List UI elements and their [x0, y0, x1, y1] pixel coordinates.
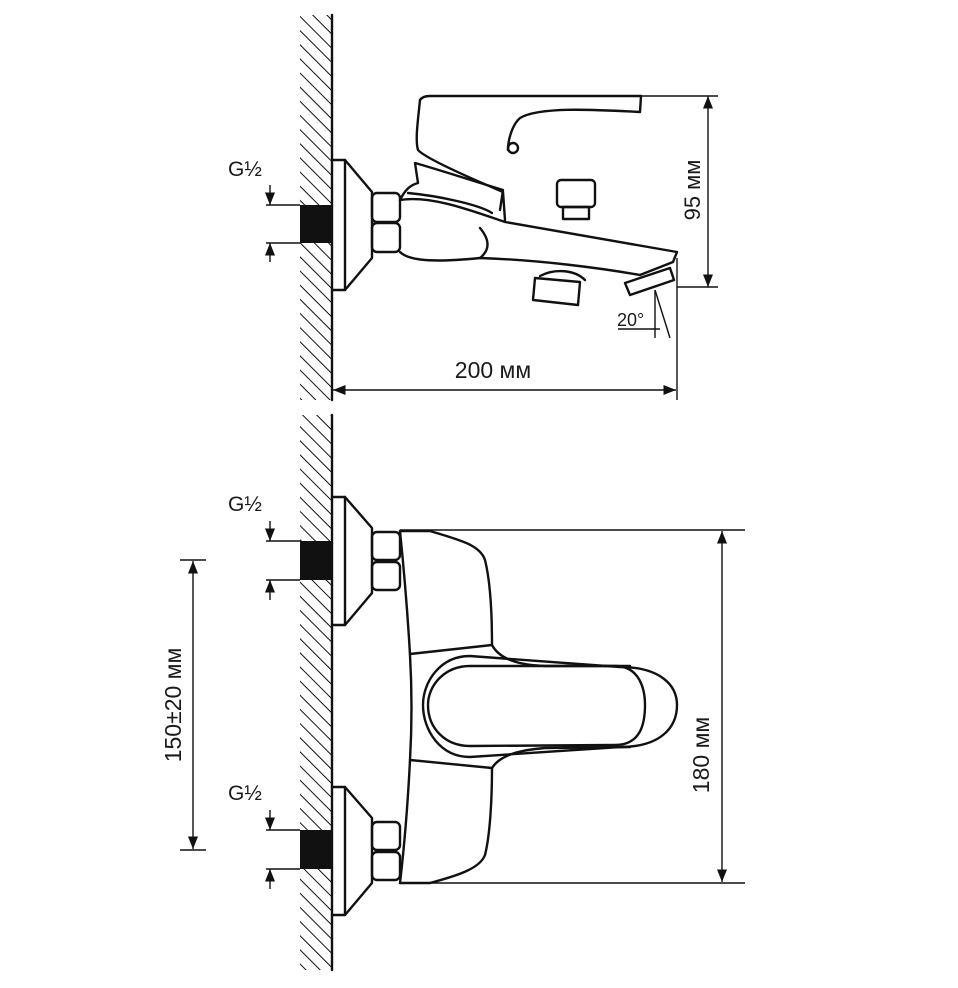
- inlet-pipe-bottom: [264, 810, 332, 889]
- angle-dimension: 20°: [617, 289, 671, 339]
- thread-label: G½: [228, 158, 262, 181]
- faucet-body: [398, 94, 679, 307]
- hex-nut: [370, 191, 402, 254]
- height-dimension: 180 мм: [400, 529, 745, 884]
- angle-label: 20°: [617, 310, 644, 330]
- height-dimension: 95 мм: [641, 95, 718, 288]
- thread-label-top: G½: [228, 493, 262, 516]
- length-label: 200 мм: [455, 357, 531, 383]
- wall-flange-top: [330, 495, 374, 627]
- inlet-pipe: [264, 185, 332, 262]
- wall-hatch: [300, 413, 334, 972]
- spacing-dimension: 150±20 мм: [160, 559, 206, 851]
- wall-flange-bottom: [330, 785, 374, 917]
- spacing-label: 150±20 мм: [160, 648, 186, 763]
- faucet-body: [398, 529, 632, 885]
- length-dimension: 200 мм: [333, 258, 678, 400]
- wall-flange: [330, 158, 374, 292]
- hex-nut-bottom: [370, 820, 402, 882]
- front-view: G½ G½: [160, 413, 745, 972]
- thread-label-bottom: G½: [228, 782, 262, 805]
- lever-handle: [421, 654, 679, 759]
- height-label: 95 мм: [680, 160, 705, 221]
- inlet-pipe-top: [264, 521, 332, 600]
- height-label: 180 мм: [688, 717, 714, 793]
- hex-nut-top: [370, 530, 402, 592]
- side-view: G½ 95 мм: [228, 13, 718, 402]
